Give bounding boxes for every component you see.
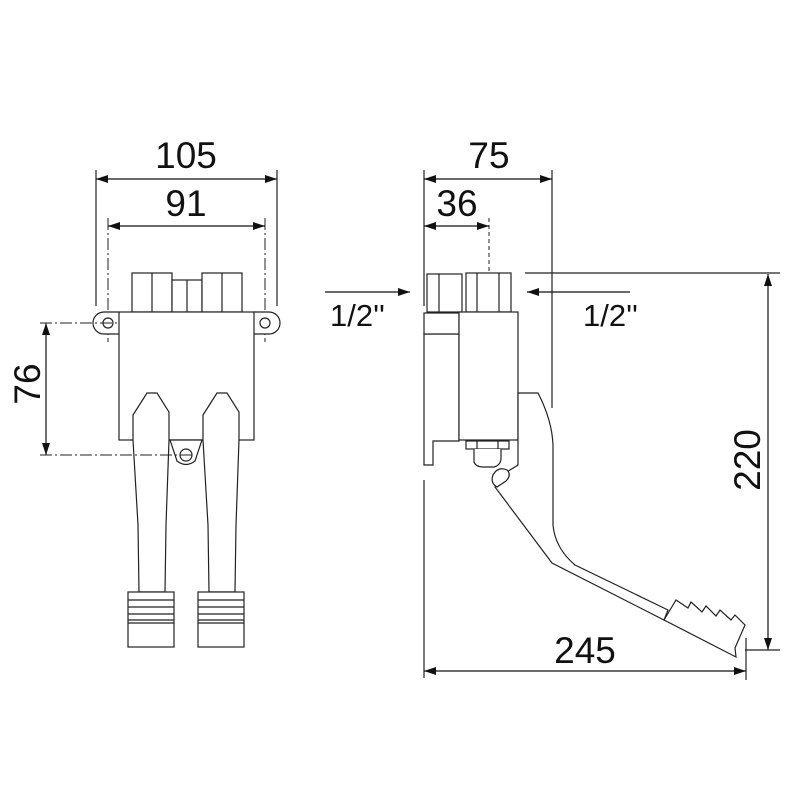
dimension-label-220: 220 [727, 429, 768, 491]
valve-body-side [458, 311, 519, 441]
pedal-arm-left [132, 392, 170, 593]
pedal-left [127, 591, 175, 648]
nut [465, 440, 510, 450]
mounting-ear-right [254, 311, 281, 335]
dimension-label-75: 75 [468, 135, 509, 176]
mounting-hole-right [259, 317, 271, 329]
valve-stem [473, 449, 502, 468]
dimension-label-105: 105 [155, 135, 217, 176]
dimension-label-245: 245 [554, 630, 616, 671]
dimension-label-76: 76 [7, 363, 48, 404]
pedal-arm-right [202, 392, 240, 593]
pedal-tread [663, 599, 746, 659]
thread-label-right: 1/2'' [583, 298, 638, 333]
front-view: 105 91 [7, 135, 281, 648]
pedal-lever [494, 392, 669, 621]
side-view: 75 36 1/2'' 1/2'' 220 [325, 135, 780, 680]
mounting-plate [423, 333, 460, 466]
lever-nozzle [491, 468, 510, 488]
inlet-fittings [131, 272, 243, 313]
dimension-label-36: 36 [436, 183, 477, 224]
thread-label-left: 1/2'' [330, 298, 385, 333]
dimension-label-91: 91 [165, 183, 206, 224]
side-fittings [426, 272, 512, 313]
plate-bracket [423, 312, 460, 335]
bottom-bracket [169, 439, 203, 466]
pedal-right [197, 591, 245, 648]
